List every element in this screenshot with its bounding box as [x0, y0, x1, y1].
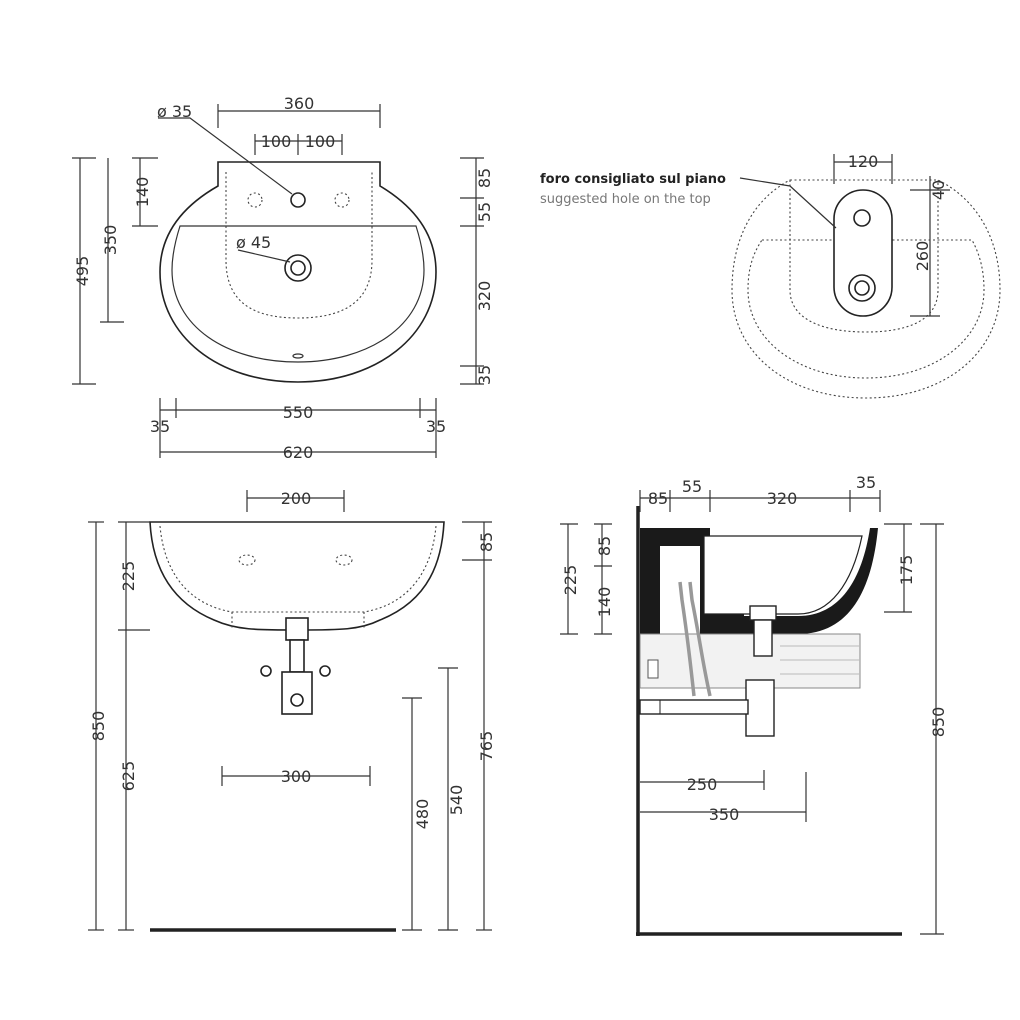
top-view: ø 35 ø 45 360 100 100 495 350 140 [72, 94, 494, 462]
dim-height-850-side: 850 [929, 707, 948, 738]
leader-suggested-hole [739, 177, 837, 229]
dim-height-850-front: 850 [89, 711, 108, 742]
suggested-hole-slot [833, 189, 893, 317]
tap-hole-left-front [238, 554, 256, 566]
wall-outlet-left [260, 665, 272, 677]
supply-hose-2 [688, 581, 712, 697]
dim-width-300: 300 [281, 767, 312, 786]
leader-dia35 [158, 117, 293, 195]
dim-height-40: 40 [929, 180, 948, 200]
dim-width-360: 360 [284, 94, 315, 113]
dim-depth-55-side: 55 [682, 477, 702, 496]
supply-hose-1 [678, 581, 696, 697]
dim-rim-85: 85 [475, 168, 494, 188]
waste-hole-inner [854, 280, 870, 296]
dim-height-85-side: 85 [595, 536, 614, 556]
label-suggested-hole: suggested hole on the top [540, 192, 711, 207]
wall-cabinet [639, 633, 861, 689]
bowl-outline-plan [171, 225, 425, 363]
siphon-front [260, 617, 331, 715]
dim-width-120: 120 [848, 152, 879, 171]
top-right-view: foro consigliato sul piano suggested hol… [540, 152, 1001, 399]
leader-dia45 [237, 249, 291, 263]
bowl-outline-dashed [747, 239, 985, 379]
label-foro-consigliato: foro consigliato sul piano [540, 172, 726, 187]
tap-hole-center [290, 192, 306, 208]
dim-height-225-front: 225 [119, 561, 138, 592]
dim-height-540: 540 [447, 785, 466, 816]
dim-depth-350: 350 [709, 805, 740, 824]
tap-hole-right-front [335, 554, 353, 566]
dim-depth-250: 250 [687, 775, 718, 794]
wall-outlet-right [319, 665, 331, 677]
dim-height-140-side: 140 [595, 587, 614, 618]
dim-bowl-320: 320 [475, 281, 494, 312]
dim-height-625: 625 [119, 761, 138, 792]
dim-right-35: 35 [426, 417, 446, 436]
dim-depth-495: 495 [73, 256, 92, 287]
dim-depth-35-side: 35 [856, 473, 876, 492]
waste-hole-inner [290, 260, 306, 276]
dim-depth-85-side: 85 [648, 489, 668, 508]
dim-tap-hole-dia: ø 35 [157, 102, 192, 121]
dim-depth-320-side: 320 [767, 489, 798, 508]
basin-outline-dashed [731, 179, 1001, 399]
dim-waste-hole-dia: ø 45 [236, 233, 271, 252]
dim-rim-55: 55 [475, 202, 494, 222]
dim-height-85-front: 85 [477, 532, 496, 552]
dim-offset-left-100: 100 [261, 132, 292, 151]
tap-hole [853, 209, 871, 227]
dim-front-35: 35 [475, 365, 494, 385]
dim-total-620: 620 [283, 443, 314, 462]
overflow-slot [292, 353, 304, 359]
dim-height-765: 765 [477, 731, 496, 762]
dim-inner-550: 550 [283, 403, 314, 422]
dim-depth-140: 140 [133, 177, 152, 208]
side-view: 85 55 320 35 225 85 140 175 850 250 350 [560, 473, 948, 936]
dim-height-260: 260 [913, 241, 932, 272]
dim-left-35: 35 [150, 417, 170, 436]
tap-hole-right-optional [334, 192, 350, 208]
dim-height-225-side: 225 [561, 565, 580, 596]
dim-height-480: 480 [413, 799, 432, 830]
siphon-side [639, 605, 777, 737]
basin-section [640, 528, 878, 634]
dim-depth-350: 350 [101, 225, 120, 256]
overflow-channel [225, 172, 373, 319]
dim-height-175: 175 [897, 555, 916, 586]
basin-front [149, 521, 445, 631]
dim-offset-right-100: 100 [305, 132, 336, 151]
tap-hole-left-optional [247, 192, 263, 208]
dim-width-200: 200 [281, 489, 312, 508]
front-view: 200 300 850 225 625 480 540 85 765 [88, 489, 496, 932]
